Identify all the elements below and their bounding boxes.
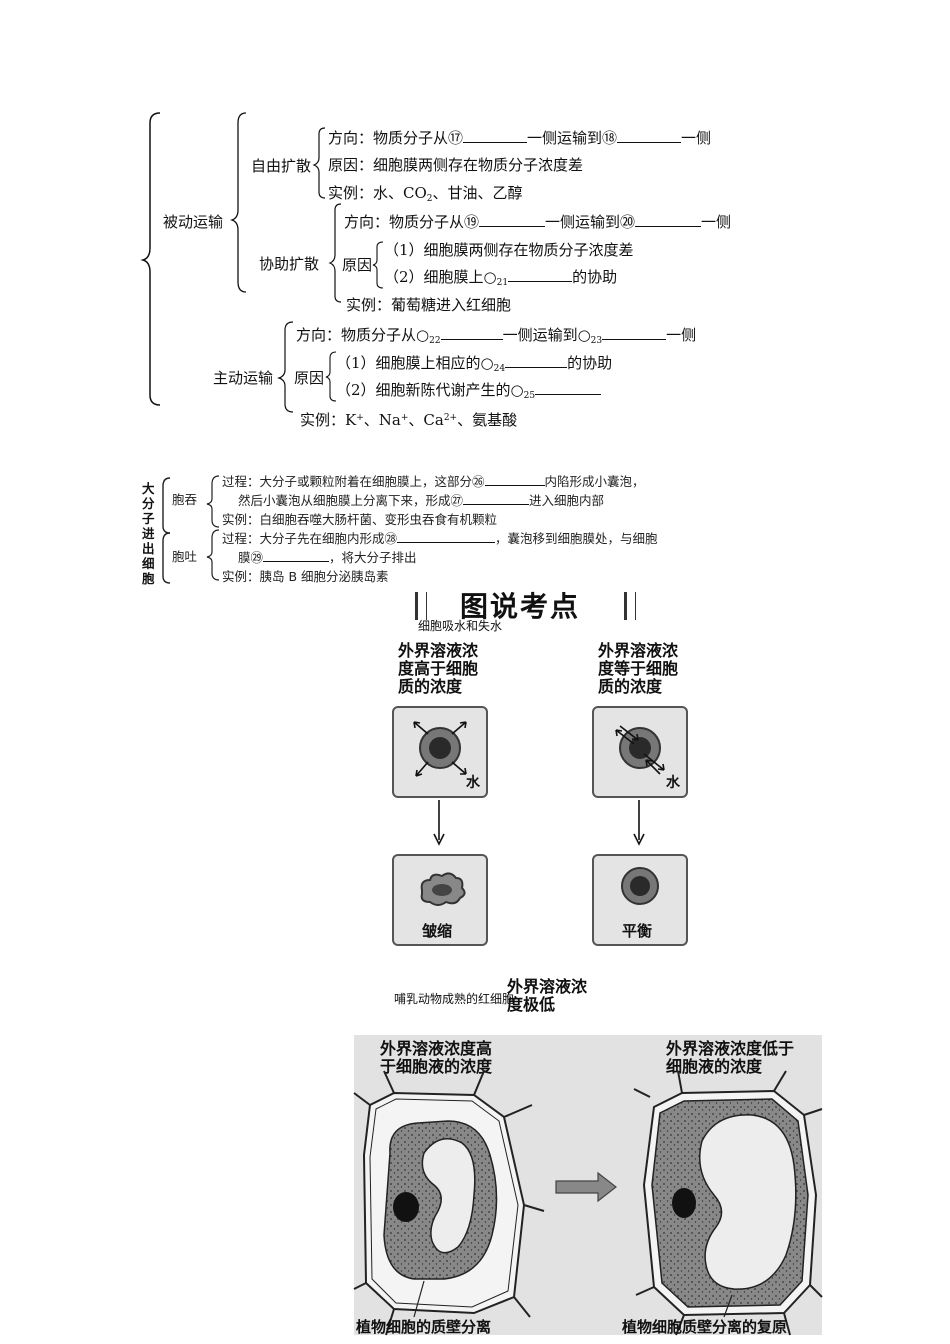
header-bar-right xyxy=(624,592,636,620)
water-label: 水 xyxy=(666,775,680,791)
red-blood-cell-icon xyxy=(615,725,665,775)
exocytosis-process-2: 膜㉙，将大分子排出 xyxy=(238,550,417,565)
water-label: 水 xyxy=(466,775,480,791)
plant-right-label: 外界溶液浓度低于 细胞液的浓度 xyxy=(666,1039,795,1076)
rbc-box-balance: 平衡 xyxy=(592,854,688,946)
macro-brackets xyxy=(162,475,220,584)
exocytosis-process-1: 过程：大分子先在细胞内形成㉘，囊泡移到细胞膜处，与细胞 xyxy=(222,531,658,546)
rbc-bottom-caption: 哺乳动物成熟的红细胞 xyxy=(394,992,515,1006)
free-diffusion-example: 实例：水、CO2、甘油、乙醇 xyxy=(328,184,523,204)
facilitated-diffusion-label: 协助扩散 xyxy=(259,255,320,273)
outline-brackets xyxy=(140,112,384,413)
plasmolysis-caption: 植物细胞的质壁分离 xyxy=(356,1318,492,1336)
shrunken-cell-icon xyxy=(420,872,466,906)
plant-cells-drawing xyxy=(353,1070,823,1336)
facilitated-reason-1: （1）细胞膜两侧存在物质分子浓度差 xyxy=(384,241,634,259)
balance-label: 平衡 xyxy=(622,922,653,940)
active-transport-label: 主动运输 xyxy=(213,369,274,387)
header-bar-left xyxy=(415,592,427,620)
red-blood-cell-icon xyxy=(413,721,467,777)
endocytosis-example: 实例：白细胞吞噬大肠杆菌、变形虫吞食有机颗粒 xyxy=(222,512,498,527)
facilitated-example: 实例：葡萄糖进入红细胞 xyxy=(346,296,512,314)
active-reason-2: （2）细胞新陈代谢产生的○25 xyxy=(336,380,602,406)
free-diffusion-reason: 原因：细胞膜两侧存在物质分子浓度差 xyxy=(328,156,584,174)
active-reason-label: 原因 xyxy=(294,369,325,387)
macro-title: 大分子进出细胞 xyxy=(142,481,155,586)
section-header: 图说考点 xyxy=(460,590,581,623)
red-blood-cell-icon xyxy=(621,867,659,905)
shrink-label: 皱缩 xyxy=(422,922,453,940)
rbc-low-label: 外界溶液浓 度极低 xyxy=(507,977,588,1014)
passive-transport-label: 被动运输 xyxy=(163,213,224,231)
rbc-box-high: 水 xyxy=(392,706,488,798)
endocytosis-label: 胞吞 xyxy=(172,492,198,507)
rbc-caption: 细胞吸水和失水 xyxy=(418,619,503,633)
down-arrow-icon xyxy=(633,800,645,846)
active-example: 实例：K+、Na+、Ca2+、氨基酸 xyxy=(300,411,518,429)
exocytosis-label: 胞吐 xyxy=(172,549,198,564)
down-arrow-icon xyxy=(433,800,445,846)
rbc-left-label: 外界溶液浓 度高于细胞 质的浓度 xyxy=(398,641,479,696)
exocytosis-example: 实例：胰岛 B 细胞分泌胰岛素 xyxy=(222,569,389,584)
free-diffusion-label: 自由扩散 xyxy=(251,157,312,175)
plant-left-label: 外界溶液浓度高 于细胞液的浓度 xyxy=(380,1039,493,1076)
rbc-box-shrunk: 皱缩 xyxy=(392,854,488,946)
facilitated-reason-label: 原因 xyxy=(342,256,373,274)
rbc-box-equal: 水 xyxy=(592,706,688,798)
deplasmolysis-caption: 植物细胞质壁分离的复原 xyxy=(622,1318,788,1336)
rbc-right-label: 外界溶液浓 度等于细胞 质的浓度 xyxy=(598,641,679,696)
